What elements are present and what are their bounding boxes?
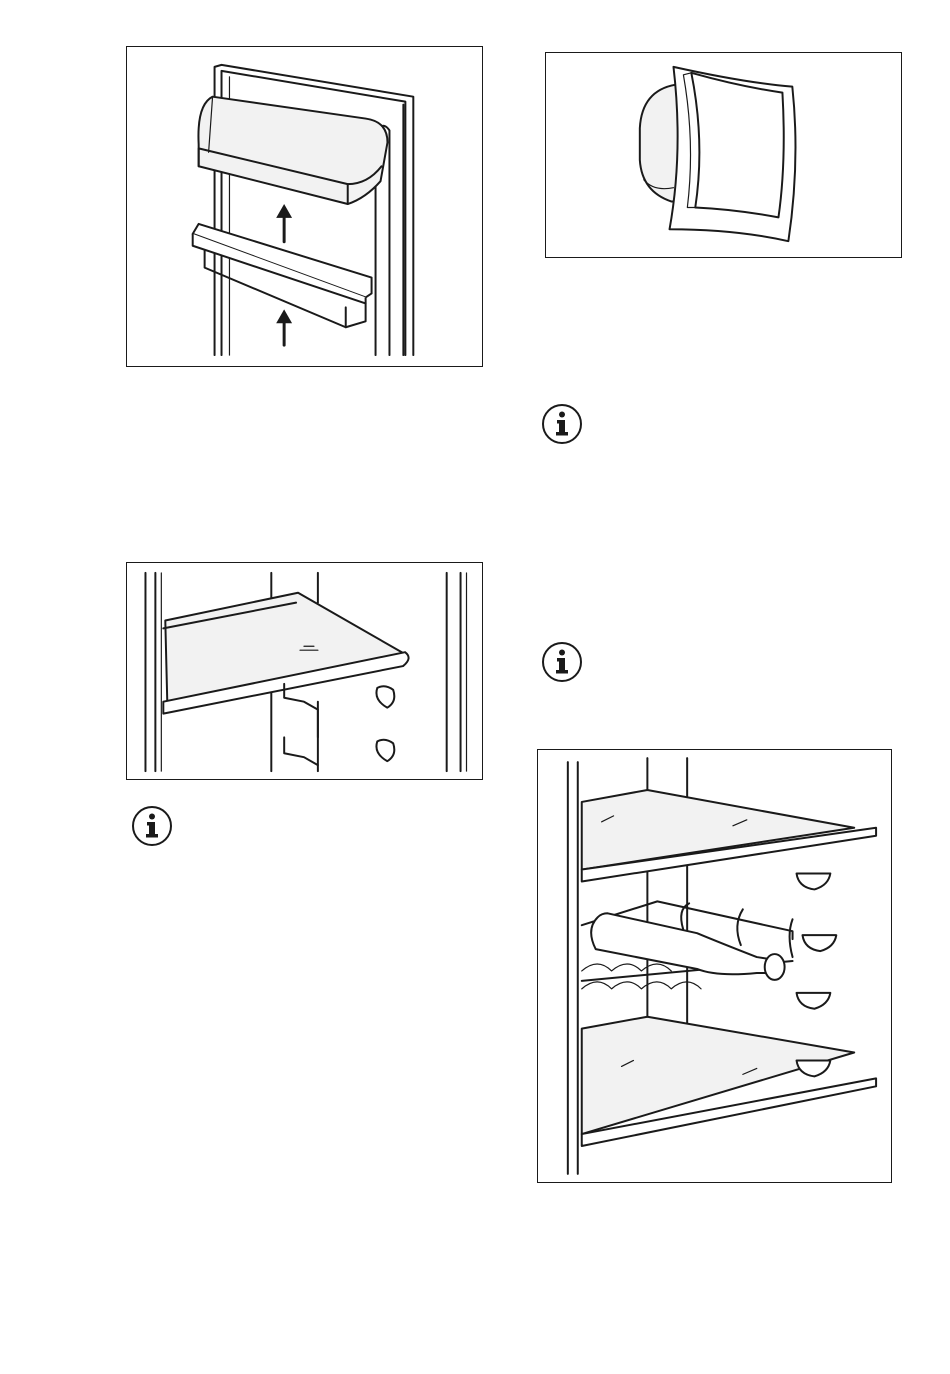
info-icon	[540, 402, 584, 446]
glass-shelf-illustration	[126, 562, 483, 780]
wine-bottle-rack-illustration	[537, 749, 892, 1183]
info-icon	[130, 804, 174, 848]
door-seal-detail-illustration	[545, 52, 902, 258]
info-icon	[540, 640, 584, 684]
door-balcony-illustration	[126, 46, 483, 367]
